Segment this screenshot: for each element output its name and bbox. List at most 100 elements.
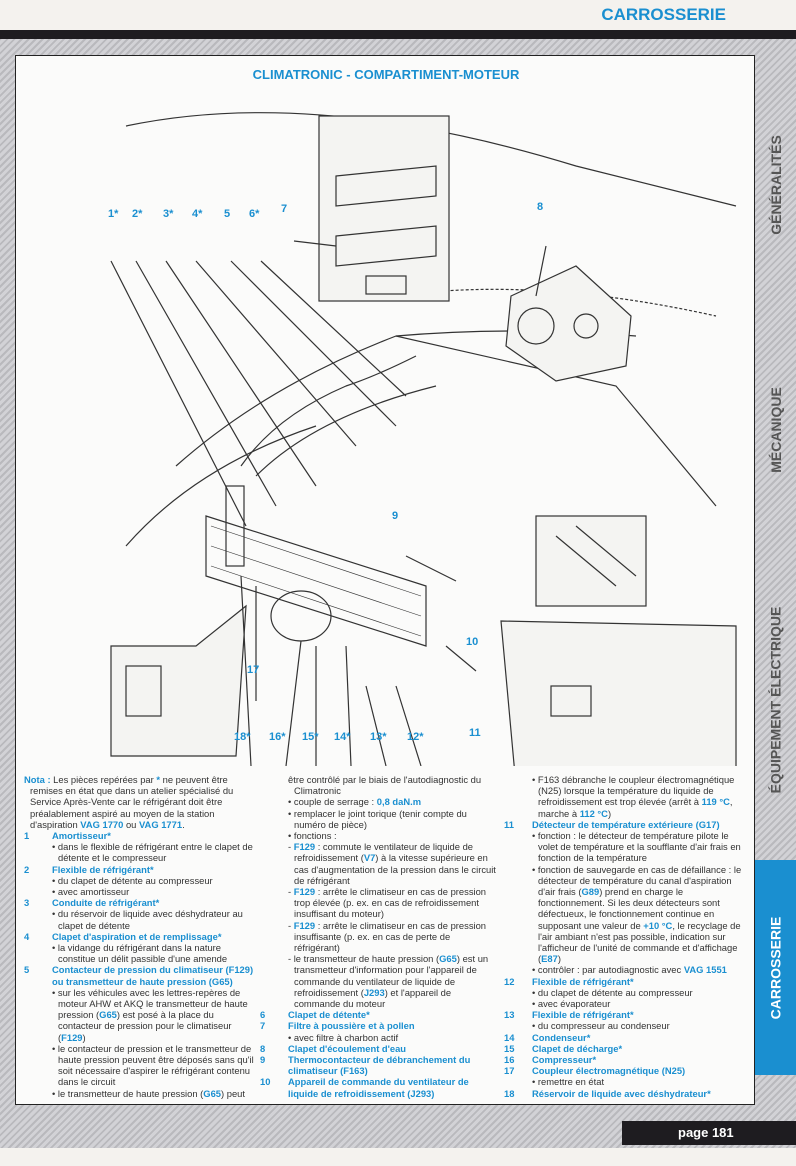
callout-16: 16* <box>269 731 286 743</box>
legend-detail: - F129 : arrête le climatiseur en cas de… <box>288 886 487 920</box>
diagram-title: CLIMATRONIC - COMPARTIMENT-MOTEUR <box>252 67 520 82</box>
callout-6: 6* <box>249 208 260 220</box>
highlighted-reference: 119 °C <box>701 796 730 808</box>
legend-detail: • sur les véhicules avec les lettres-rep… <box>52 986 248 1043</box>
legend-detail: • fonction : le détecteur de température… <box>532 830 741 864</box>
highlighted-reference: F129 <box>61 1031 83 1043</box>
highlighted-reference: VAG 1551 <box>683 964 727 976</box>
tab-mecanique[interactable]: MÉCANIQUE <box>755 320 796 540</box>
legend-item-number: 17 <box>504 1065 515 1077</box>
callout-7: 7 <box>281 203 288 215</box>
tab-label: MÉCANIQUE <box>767 387 784 473</box>
legend-detail: • contrôler : par autodiagnostic avec VA… <box>532 964 727 976</box>
legend-detail: • fonction de sauvegarde en cas de défai… <box>532 863 742 965</box>
legend-item-number: 16 <box>504 1054 515 1066</box>
legend-detail: • le contacteur de pression et le transm… <box>52 1042 254 1088</box>
legend-item-number: 10 <box>260 1076 271 1088</box>
callout-4: 4* <box>192 208 203 220</box>
legend-item-number: 3 <box>24 897 30 909</box>
highlighted-reference: 112 °C <box>579 807 608 819</box>
legend-detail: • du clapet de détente au compresseur <box>52 874 213 886</box>
tab-label: CARROSSERIE <box>767 916 784 1019</box>
legend-item-number: 15 <box>504 1042 515 1054</box>
highlighted-reference: VAG 1770 <box>80 818 124 830</box>
tab-label: GÉNÉRALITÉS <box>767 135 784 235</box>
text-column-1: Nota : Les pièces repérées par * ne peuv… <box>20 774 256 1099</box>
legend-detail: • du clapet de détente au compresseur <box>532 986 693 998</box>
legend-detail: • avec évaporateur <box>532 998 611 1010</box>
legend-item-number: 14 <box>504 1031 515 1043</box>
legend-detail: - F129 : arrête le climatiseur en cas de… <box>288 919 487 954</box>
highlighted-reference: G65 <box>203 1087 222 1099</box>
page-number: page 181 <box>622 1121 796 1145</box>
legend-detail: • du réservoir de liquide avec déshydrat… <box>52 908 243 931</box>
callout-10: 10 <box>466 636 479 648</box>
highlighted-reference: Nota : <box>24 774 51 785</box>
legend-detail: être contrôlé par le biais de l'autodiag… <box>288 774 482 797</box>
legend-detail: • avec filtre à charbon actif <box>288 1031 399 1043</box>
text-column-3: • F163 débranche le coupleur électromagn… <box>500 774 744 1099</box>
legend-item-number: 8 <box>260 1042 266 1054</box>
highlighted-reference: E87 <box>541 953 558 965</box>
highlighted-reference: VAG 1771 <box>139 818 183 830</box>
text-column-2: être contrôlé par le biais de l'autodiag… <box>256 774 496 1099</box>
header-bar <box>0 30 796 39</box>
highlighted-reference: F129 <box>293 919 316 931</box>
callout-12: 12* <box>407 731 424 743</box>
callout-3: 3* <box>163 208 174 220</box>
highlighted-reference: G65 <box>99 1009 117 1021</box>
callout-11: 11 <box>469 727 481 739</box>
legend-item-number: 4 <box>24 930 30 942</box>
callout-8: 8 <box>537 201 544 213</box>
tab-equipement-electrique[interactable]: ÉQUIPEMENT ÉLECTRIQUE <box>755 565 796 835</box>
legend-item-number: 11 <box>504 818 514 830</box>
nota-text: Nota : Les pièces repérées par * ne peuv… <box>24 774 234 830</box>
legend-item-number: 2 <box>24 863 30 875</box>
highlighted-reference: G89 <box>581 886 600 898</box>
legend-detail: • du compresseur au condenseur <box>532 1020 670 1032</box>
callout-1: 1* <box>108 208 119 220</box>
legend-detail: • le transmetteur de haute pression (G65… <box>52 1087 245 1099</box>
legend-item-number: 7 <box>260 1020 266 1032</box>
tab-generalites[interactable]: GÉNÉRALITÉS <box>755 70 796 300</box>
callout-15: 15* <box>302 731 319 743</box>
highlighted-reference: +10 °C <box>643 919 673 931</box>
legend-detail: - le transmetteur de haute pression (G65… <box>288 953 489 1010</box>
legend-item-number: 9 <box>260 1054 266 1066</box>
legend-detail: • couple de serrage : 0,8 daN.m <box>288 796 422 808</box>
highlighted-reference: G65 <box>439 953 457 965</box>
callout-5: 5 <box>224 208 231 220</box>
callout-14: 14* <box>334 731 351 743</box>
highlighted-reference: * <box>156 774 161 785</box>
highlighted-reference: 0,8 daN.m <box>376 796 422 808</box>
content-panel: CLIMATRONIC - COMPARTIMENT-MOTEUR <box>15 55 755 1105</box>
legend-detail: • fonctions : <box>288 830 337 842</box>
legend-detail: • F163 débranche le coupleur électromagn… <box>532 774 735 819</box>
legend-detail: - F129 : commute le ventilateur de liqui… <box>288 841 496 886</box>
section-title: CARROSSERIE <box>601 5 726 24</box>
highlighted-reference: V7 <box>363 852 376 864</box>
legend-detail: • dans le flexible de réfrigérant entre … <box>52 841 253 864</box>
tab-carrosserie[interactable]: CARROSSERIE <box>755 860 796 1075</box>
callout-17: 17 <box>247 664 260 676</box>
legend-item-number: 6 <box>260 1009 266 1021</box>
callout-18: 18* <box>234 731 251 743</box>
legend-item-number: 12 <box>504 975 515 987</box>
legend-detail: • la vidange du réfrigérant dans la natu… <box>52 942 228 965</box>
legend-item-number: 18 <box>504 1087 515 1099</box>
legend-item-number: 1 <box>24 830 30 842</box>
